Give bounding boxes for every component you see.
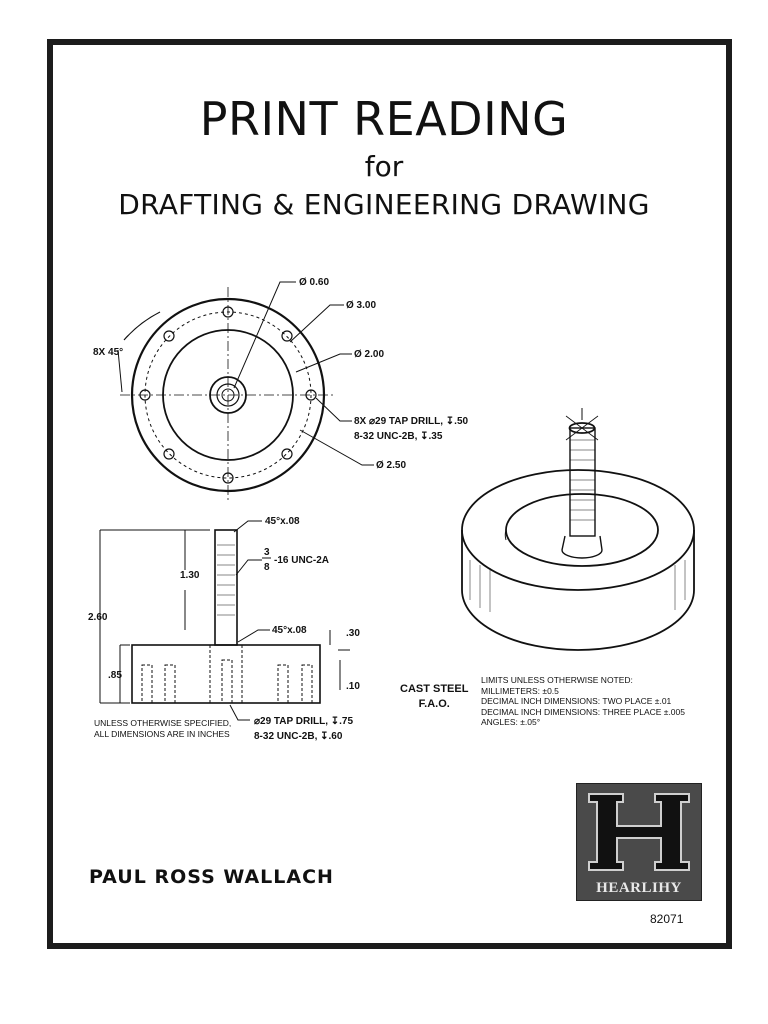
- side-view-part: [131, 529, 321, 704]
- book-title-for: for: [364, 150, 404, 183]
- book-code: 82071: [650, 912, 684, 926]
- tap-thread-note-side: 8-32 UNC-2B, ↧.60: [254, 731, 343, 742]
- author-name: PAUL ROSS WALLACH: [89, 866, 334, 888]
- finish-label: F.A.O.: [418, 698, 450, 710]
- dim-2-00: Ø 2.00: [354, 349, 384, 360]
- dim-2-50: Ø 2.50: [376, 460, 406, 471]
- material-note: CAST STEEL F.A.O.: [400, 682, 468, 712]
- tap-drill-note-side: ⌀29 TAP DRILL, ↧.75: [254, 716, 353, 727]
- dim-1-30: 1.30: [180, 570, 200, 581]
- tap-thread-note-top: 8-32 UNC-2B, ↧.35: [354, 431, 443, 442]
- book-subtitle: DRAFTING & ENGINEERING DRAWING: [118, 188, 650, 221]
- publisher-name: HEARLIHY: [596, 880, 682, 896]
- book-title: PRINT READING: [199, 92, 569, 146]
- material-label: CAST STEEL: [400, 683, 469, 695]
- dim-0-10: .10: [346, 681, 360, 692]
- isometric-view: [461, 408, 695, 651]
- side-view-dimensions: [99, 520, 350, 721]
- dim-0-85: .85: [108, 670, 122, 681]
- angle-note: 8X 45°: [93, 347, 123, 358]
- tolerance-limits-note: LIMITS UNLESS OTHERWISE NOTED: MILLIMETE…: [481, 675, 685, 727]
- units-note: UNLESS OTHERWISE SPECIFIED, ALL DIMENSIO…: [94, 718, 232, 739]
- tap-drill-note-top: 8X ⌀29 TAP DRILL, ↧.50: [354, 416, 469, 427]
- dim-0-60: Ø 0.60: [299, 277, 329, 288]
- dim-3-00: Ø 3.00: [346, 300, 376, 311]
- h-letter-icon: [588, 793, 690, 871]
- dim-2-60: 2.60: [88, 612, 108, 623]
- top-view-flange: [117, 287, 336, 503]
- thread-spec-note: -16 UNC-2A: [274, 555, 329, 566]
- chamfer-top-note: 45°x.08: [265, 516, 300, 527]
- chamfer-mid-note: 45°x.08: [272, 625, 307, 636]
- thread-fraction-den: 8: [264, 562, 270, 573]
- dim-0-30: .30: [346, 628, 360, 639]
- thread-fraction-num: 3: [264, 547, 270, 558]
- publisher-logo: HEARLIHY: [576, 783, 702, 901]
- top-view-leaders: [233, 281, 374, 466]
